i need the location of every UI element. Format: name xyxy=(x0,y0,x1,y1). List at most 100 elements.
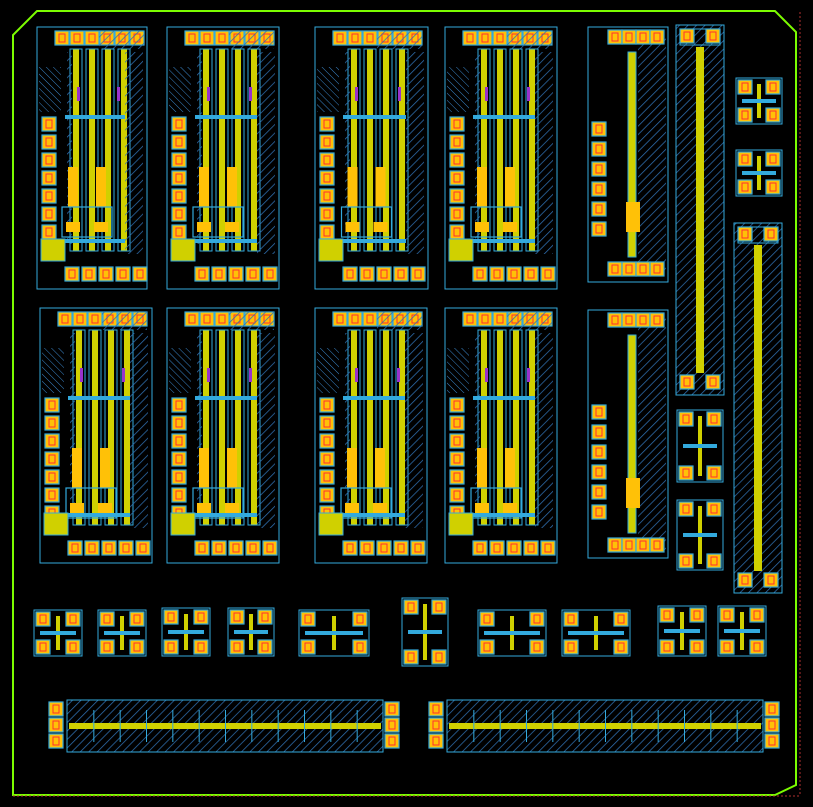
contact-pad xyxy=(44,415,60,431)
small-device-6[interactable] xyxy=(161,607,211,657)
diff-pair-left xyxy=(72,448,82,488)
top-hatch xyxy=(102,312,147,330)
contact-pad xyxy=(765,151,781,167)
horizontal-resistor-0[interactable] xyxy=(48,699,400,753)
contact-cut xyxy=(175,119,183,129)
finger-outline xyxy=(379,329,393,526)
contact-cut xyxy=(453,209,461,219)
contact-pad xyxy=(719,639,735,655)
metal-bus xyxy=(473,396,535,400)
via xyxy=(122,368,125,382)
segment-tick xyxy=(172,710,174,742)
contact-cut xyxy=(61,314,69,324)
tall-transistor-0[interactable] xyxy=(587,26,669,283)
contact-cut xyxy=(741,575,749,585)
contact-pad xyxy=(449,415,465,431)
contact-cut xyxy=(323,209,331,219)
small-device-0[interactable] xyxy=(735,77,783,125)
small-device-10[interactable] xyxy=(477,609,547,657)
contact-pad xyxy=(35,611,51,627)
contact-pad xyxy=(87,311,103,327)
small-device-7[interactable] xyxy=(227,607,275,657)
small-device-12[interactable] xyxy=(657,605,707,657)
finger-outline xyxy=(231,329,245,526)
transistor-cell-6[interactable] xyxy=(314,307,428,564)
device-frame xyxy=(561,609,631,657)
contact-pad xyxy=(705,374,721,390)
small-device-1[interactable] xyxy=(735,149,783,197)
contact-cut xyxy=(595,144,603,154)
small-device-11[interactable] xyxy=(561,609,631,657)
small-device-9[interactable] xyxy=(401,597,449,667)
transistor-cell-1[interactable] xyxy=(166,26,280,290)
small-device-8[interactable] xyxy=(298,609,370,657)
gate-finger xyxy=(383,49,389,251)
contact-cut xyxy=(741,182,749,192)
bus-cross xyxy=(104,631,140,635)
transistor-cell-2[interactable] xyxy=(314,26,429,290)
finger-outline xyxy=(493,329,507,526)
small-device-5[interactable] xyxy=(97,609,147,657)
transistor-cell-4[interactable] xyxy=(39,307,153,564)
contact-pad xyxy=(41,170,57,186)
contact-cut xyxy=(323,155,331,165)
via xyxy=(485,368,488,382)
vertical-resistor-1[interactable] xyxy=(733,222,783,594)
small-device-13[interactable] xyxy=(717,605,767,657)
small-device-4[interactable] xyxy=(33,609,83,657)
contact-cut xyxy=(611,315,619,325)
contact-pad xyxy=(319,469,335,485)
diffusion-hatch xyxy=(67,52,72,244)
contact-cut xyxy=(639,32,647,42)
contact-pad xyxy=(171,433,187,449)
contact-pad xyxy=(477,30,493,46)
transistor-cell-5[interactable] xyxy=(166,307,280,564)
contact-pad xyxy=(393,266,409,282)
tall-transistor-1[interactable] xyxy=(587,309,669,559)
contact-pad xyxy=(765,79,781,95)
contact-cut xyxy=(346,543,354,553)
contact-cut xyxy=(453,490,461,500)
contact-cut xyxy=(232,269,240,279)
contact-pad xyxy=(449,206,465,222)
via xyxy=(249,368,252,382)
gate-finger xyxy=(219,330,225,525)
contact-pad xyxy=(319,224,335,240)
contact-pad xyxy=(591,444,607,460)
contact-pad xyxy=(679,374,695,390)
transistor-cell-3[interactable] xyxy=(444,26,558,290)
contact-cut xyxy=(175,400,183,410)
contact-cut xyxy=(215,269,223,279)
contact-pad xyxy=(449,451,465,467)
contact-pad xyxy=(41,152,57,168)
segment-tick xyxy=(330,710,332,742)
via xyxy=(355,368,358,382)
contact-cut xyxy=(595,507,603,517)
transistor-cell-7[interactable] xyxy=(444,307,558,564)
finger-outline xyxy=(509,48,523,252)
contact-pad xyxy=(194,540,210,556)
gate-finger xyxy=(124,330,130,525)
transistor-cell-0[interactable] xyxy=(36,26,148,290)
horizontal-resistor-1[interactable] xyxy=(428,699,780,753)
contact-pad xyxy=(65,611,81,627)
contact-pad xyxy=(359,540,375,556)
contact-pad xyxy=(69,30,85,46)
contact-pad xyxy=(706,501,722,517)
contact-pad xyxy=(449,224,465,240)
contact-cut xyxy=(323,436,331,446)
contact-cut xyxy=(215,543,223,553)
contact-cut xyxy=(453,137,461,147)
small-device-3[interactable] xyxy=(676,499,724,571)
contact-cut xyxy=(453,418,461,428)
gate-finger xyxy=(529,330,535,525)
contact-cut xyxy=(595,184,603,194)
vertical-resistor-0[interactable] xyxy=(675,24,725,396)
finger-outline xyxy=(509,329,523,526)
bus-cross xyxy=(724,629,760,633)
small-device-2[interactable] xyxy=(676,409,724,483)
contact-cut xyxy=(175,436,183,446)
contact-cut xyxy=(625,32,633,42)
contact-pad xyxy=(48,733,64,749)
